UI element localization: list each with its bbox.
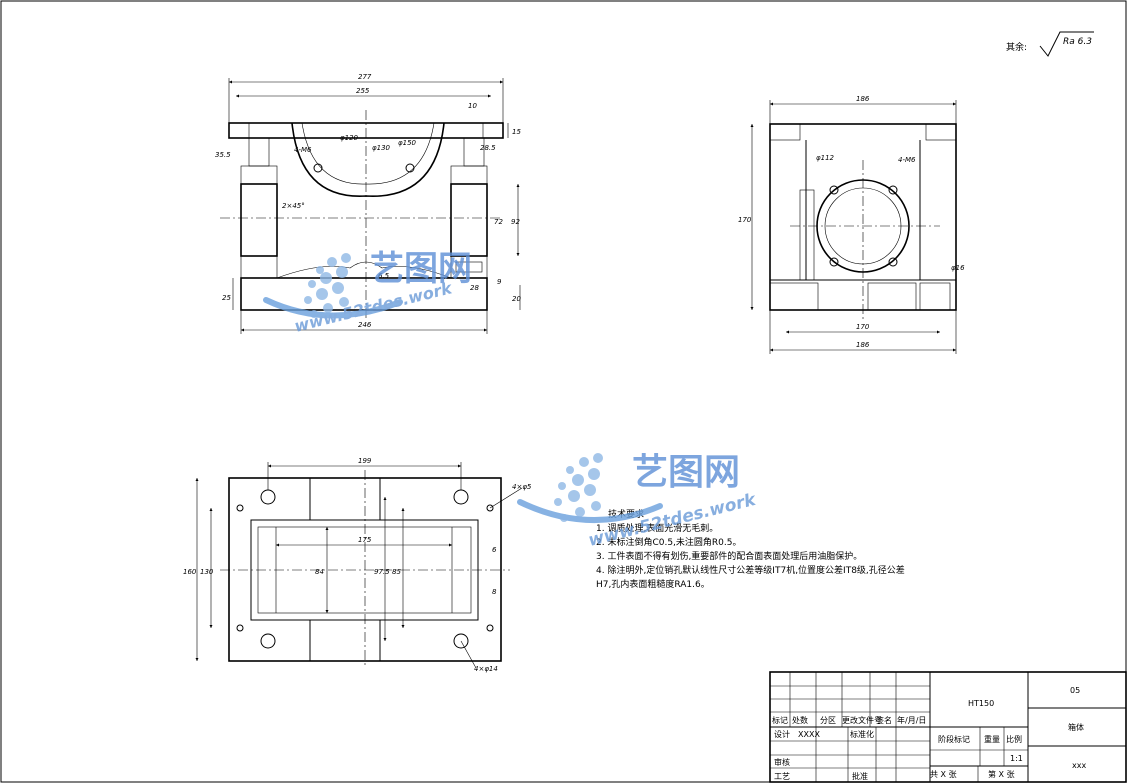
roughness-note: 其余: Ra 6.3: [1006, 31, 1094, 57]
side-view: 186 170 186 170 φ112 4-M6 φ16: [738, 95, 965, 354]
front-dim-72: 72: [494, 218, 503, 226]
tb-material: HT150: [968, 699, 994, 708]
side-dim-186-bottom: 186: [856, 341, 870, 349]
tb-label-change-doc: 更改文件号: [842, 715, 882, 725]
top-dim-8: 8: [492, 588, 497, 596]
tb-label-weight: 重量: [984, 734, 1000, 744]
roughness-value: Ra 6.3: [1063, 37, 1092, 47]
front-dim-phi120: φ120: [340, 134, 359, 142]
top-dim-6: 6: [492, 546, 497, 554]
top-dim-130: 130: [200, 568, 214, 576]
tb-total-sheets: 共 X 张: [930, 770, 957, 779]
front-dim-35-5: 35.5: [215, 151, 231, 159]
top-view: 199 160 130 175 84 97.5 85 6 8 4×φ5 4×φ1…: [183, 457, 532, 673]
front-dim-25: 25: [222, 294, 231, 302]
watermark-2: 艺图网 www.52tdes.work: [517, 452, 759, 551]
side-dim-4-m6: 4-M6: [898, 156, 916, 164]
front-dim-phi130: φ130: [372, 144, 391, 152]
tb-label-process: 工艺: [774, 772, 790, 781]
front-dim-277: 277: [358, 73, 372, 81]
front-dim-28: 28: [470, 284, 479, 292]
front-dim-chamfer: 2×45°: [282, 202, 305, 210]
front-dim-9: 9: [497, 278, 502, 286]
watermark-logo-text: 艺图网: [370, 249, 472, 289]
roughness-prefix: 其余:: [1006, 41, 1027, 53]
side-dim-phi112: φ112: [816, 154, 835, 162]
front-dim-255: 255: [356, 87, 370, 95]
tech-note-4: 4. 除注明外,定位销孔默认线性尺寸公差等级IT7机,位置度公差IT8级,孔径公…: [596, 564, 905, 576]
front-dim-92: 92: [511, 218, 520, 226]
top-dim-97-5: 97.5: [374, 568, 390, 576]
top-dim-199: 199: [358, 457, 372, 465]
tech-note-2: 2. 未标注倒角C0.5,未注圆角R0.5。: [596, 536, 741, 548]
tb-label-scale: 比例: [1006, 734, 1022, 744]
watermark-globe-icon-2: [554, 453, 603, 522]
top-dim-160: 160: [183, 568, 197, 576]
tb-label-date: 年/月/日: [897, 715, 926, 725]
tb-scale-value: 1:1: [1010, 754, 1023, 763]
tb-drawing-no: 05: [1070, 686, 1080, 695]
tb-label-count: 处数: [792, 715, 808, 725]
front-dim-10: 10: [468, 102, 477, 110]
title-block: 标记 处数 分区 更改文件号 签名 年/月/日 设计 XXXX 标准化 审核 工…: [769, 671, 1127, 783]
front-dim-20: 20: [512, 295, 521, 303]
top-dim-84: 84: [315, 568, 324, 576]
side-dim-170-height: 170: [738, 216, 752, 224]
tb-company: xxx: [1072, 761, 1086, 770]
watermark-logo-text-2: 艺图网: [632, 452, 740, 493]
tech-note-5: H7,孔内表面粗糙度RA1.6。: [596, 578, 710, 590]
side-dim-186-top: 186: [856, 95, 870, 103]
tb-designer: XXXX: [798, 730, 820, 739]
tb-label-approve: 批准: [852, 771, 868, 781]
tech-note-1: 1. 调质处理,表面光滑无毛刺。: [596, 522, 718, 534]
tb-label-design: 设计: [774, 729, 790, 739]
front-dim-phi150: φ150: [398, 139, 417, 147]
tb-label-review: 审核: [774, 757, 790, 767]
front-dim-15: 15: [512, 128, 521, 136]
top-dim-175: 175: [358, 536, 372, 544]
front-dim-246: 246: [358, 321, 372, 329]
tb-label-mark: 标记: [772, 715, 788, 725]
side-dim-170-base: 170: [856, 323, 870, 331]
top-dim-85: 85: [392, 568, 401, 576]
front-dim-6-5: 6.5: [378, 272, 390, 280]
top-dim-4-phi5: 4×φ5: [512, 483, 532, 491]
tb-label-sign: 签名: [876, 715, 892, 725]
side-dim-phi16: φ16: [951, 264, 965, 272]
tb-part-name: 箱体: [1068, 722, 1084, 732]
front-view: 277 255 10 15 35.5 28.5 72 92 9 20 25 6.…: [215, 73, 521, 334]
tb-label-zone: 分区: [820, 716, 836, 725]
front-dim-4-m6: 4-M6: [294, 146, 312, 154]
front-dim-28-5: 28.5: [480, 144, 496, 152]
tech-note-3: 3. 工件表面不得有划伤,重要部件的配合面表面处理后用油脂保护。: [596, 550, 862, 562]
tb-sheet-no: 第 X 张: [988, 769, 1015, 779]
tb-label-stage-mark: 阶段标记: [938, 734, 970, 744]
watermark-globe-icon: [304, 253, 351, 318]
technical-requirements: 技术要求 1. 调质处理,表面光滑无毛刺。 2. 未标注倒角C0.5,未注圆角R…: [596, 508, 905, 590]
top-dim-4-phi14: 4×φ14: [474, 665, 498, 673]
tb-label-standardize: 标准化: [850, 729, 874, 739]
